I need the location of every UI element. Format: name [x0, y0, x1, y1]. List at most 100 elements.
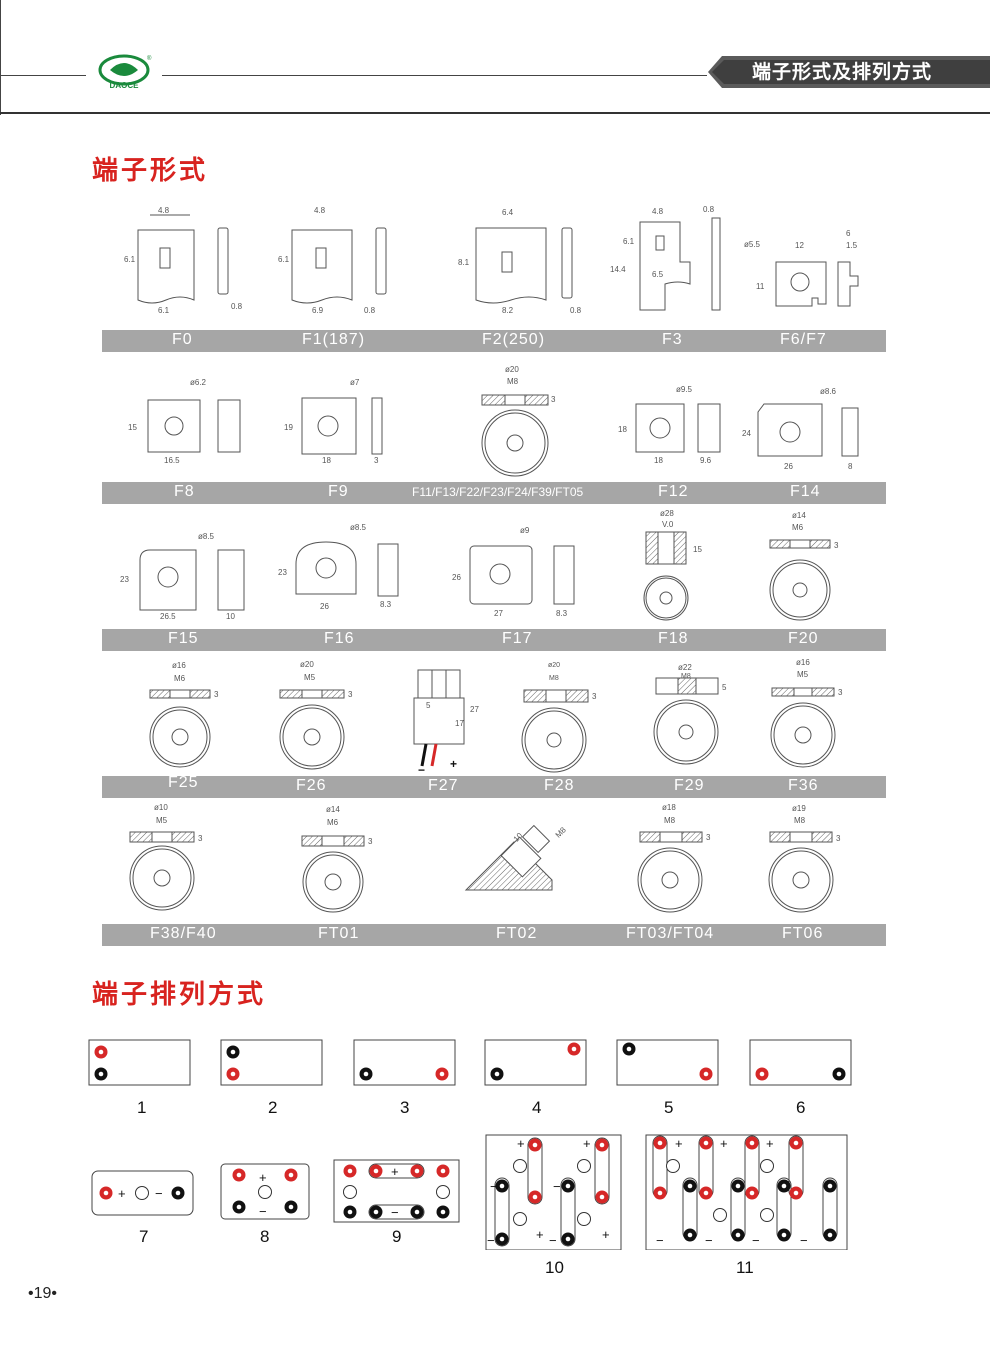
svg-text:3: 3 — [374, 456, 379, 465]
svg-text:6.1: 6.1 — [124, 255, 136, 264]
drawing-f20: ø14 M6 3 — [769, 511, 839, 621]
header-top-rule — [0, 0, 1, 115]
svg-text:3: 3 — [836, 834, 841, 843]
svg-text:0.8: 0.8 — [231, 302, 243, 311]
svg-text:3: 3 — [706, 833, 711, 842]
svg-text:6.1: 6.1 — [623, 237, 635, 246]
svg-text:6.1: 6.1 — [158, 306, 170, 315]
svg-text:V.0: V.0 — [662, 520, 674, 529]
drawing-f26: ø20 M5 3 — [279, 660, 353, 770]
terminal-label: F27 — [428, 777, 459, 794]
arrangement-9: + − — [333, 1159, 460, 1223]
svg-text:ø9: ø9 — [520, 526, 530, 535]
svg-text:15: 15 — [693, 545, 702, 554]
arrangement-10: + + − − + + − − — [485, 1134, 622, 1250]
label-bar-row-4: F25 F26 F27 F28 F29 F36 — [102, 774, 886, 798]
drawing-f6: ø5.5 12 6 1.5 11 — [744, 229, 859, 307]
svg-text:−: − — [490, 1179, 498, 1194]
terminal-label: F18 — [658, 630, 689, 647]
drawing-f2: 6.4 8.1 8.2 0.8 — [458, 208, 582, 315]
svg-text:0.8: 0.8 — [570, 306, 582, 315]
terminal-label: F25 — [168, 774, 199, 791]
svg-text:27: 27 — [470, 705, 479, 714]
svg-text:6.9: 6.9 — [312, 306, 324, 315]
arrangement-label: 2 — [268, 1098, 278, 1117]
drawing-f14: ø8.6 24 26 8 — [742, 387, 859, 471]
svg-text:3: 3 — [214, 690, 219, 699]
svg-text:8: 8 — [848, 462, 853, 471]
svg-text:3: 3 — [838, 688, 843, 697]
arrangement-label: 11 — [736, 1258, 754, 1277]
drawing-ft03: ø18 M8 3 — [637, 803, 711, 913]
drawing-f25: ø16 M6 3 — [149, 661, 219, 768]
svg-text:+: + — [517, 1136, 525, 1151]
drawing-f12: ø9.5 18 18 9.6 — [618, 385, 721, 465]
svg-text:5: 5 — [722, 683, 727, 692]
drawing-f16: ø8.5 23 26 8.3 — [278, 523, 399, 611]
arrangement-label: 7 — [139, 1227, 149, 1246]
label-bar-row-3: F15 F16 F17 F18 F20 — [102, 629, 886, 651]
terminal-label: F8 — [174, 483, 195, 500]
svg-text:DAOCE: DAOCE — [110, 81, 140, 90]
drawing-ft01: ø14 M6 3 — [301, 805, 373, 913]
svg-text:M8: M8 — [664, 816, 676, 825]
drawing-f29: ø22 M8 5 — [653, 663, 727, 765]
svg-text:23: 23 — [120, 575, 129, 584]
svg-text:M6: M6 — [792, 523, 804, 532]
arrangement-label: 5 — [664, 1098, 674, 1117]
svg-text:ø8.5: ø8.5 — [350, 523, 367, 532]
drawing-f1: 4.8 6.1 6.9 0.8 — [278, 206, 387, 315]
arrangement-diagrams: + − + − + − + + − − + + — [88, 1039, 852, 1250]
svg-text:26: 26 — [320, 602, 329, 611]
svg-text:ø5.5: ø5.5 — [744, 240, 761, 249]
svg-text:ø9.5: ø9.5 — [676, 385, 693, 394]
header-rule-middle — [162, 75, 707, 76]
terminal-label: F6/F7 — [780, 331, 827, 348]
terminal-label: F20 — [788, 630, 819, 647]
arrangement-label: 1 — [137, 1098, 147, 1117]
terminal-label: FT02 — [496, 925, 538, 942]
svg-text:8.2: 8.2 — [502, 306, 514, 315]
svg-text:M5: M5 — [304, 673, 316, 682]
svg-text:M5: M5 — [797, 670, 809, 679]
drawing-f18: ø28 V.0 15 — [643, 509, 702, 621]
svg-text:ø16: ø16 — [172, 661, 186, 670]
arrangement-11: + + + − − − − — [645, 1134, 848, 1250]
terminal-label: F15 — [168, 630, 199, 647]
svg-text:−: − — [553, 1179, 561, 1194]
svg-text:6.1: 6.1 — [278, 255, 290, 264]
section-title-terminal-types: 端子形式 — [92, 156, 209, 186]
page-number: •19• — [28, 1285, 57, 1302]
svg-text:4.8: 4.8 — [652, 207, 664, 216]
svg-text:M8: M8 — [554, 825, 569, 840]
terminal-label: F9 — [328, 483, 349, 500]
svg-text:26.5: 26.5 — [160, 612, 176, 621]
terminal-label: F28 — [544, 777, 575, 794]
terminal-label: FT06 — [782, 925, 824, 942]
svg-text:M5: M5 — [156, 816, 168, 825]
drawing-f3: 4.8 0.8 6.1 14.4 6.5 — [610, 205, 721, 311]
svg-text:6: 6 — [846, 229, 851, 238]
terminal-label: F17 — [502, 630, 533, 647]
drawing-f28: ø20 M8 3 — [521, 662, 597, 773]
svg-text:23: 23 — [278, 568, 287, 577]
svg-text:+: + — [391, 1164, 399, 1179]
arrangement-label: 6 — [796, 1098, 806, 1117]
svg-text:®: ® — [147, 55, 152, 62]
svg-text:−: − — [487, 1233, 495, 1248]
svg-text:24: 24 — [742, 429, 751, 438]
terminal-label: F26 — [296, 777, 327, 794]
svg-text:ø10: ø10 — [154, 803, 168, 812]
drawing-f8: ø6.2 15 16.5 — [128, 378, 241, 465]
svg-text:3: 3 — [592, 692, 597, 701]
svg-text:M8: M8 — [549, 675, 559, 682]
drawing-f9: ø7 19 18 3 — [284, 378, 383, 465]
svg-text:−: − — [418, 763, 425, 777]
svg-text:18: 18 — [618, 425, 627, 434]
svg-text:ø8.5: ø8.5 — [198, 532, 215, 541]
svg-text:0.8: 0.8 — [364, 306, 376, 315]
label-bar-row-2: F8 F9 F11/F13/F22/F23/F24/F39/FT05 F12 F… — [102, 482, 886, 504]
svg-text:−: − — [391, 1205, 399, 1220]
svg-text:6.5: 6.5 — [652, 270, 664, 279]
svg-text:+: + — [675, 1136, 683, 1151]
